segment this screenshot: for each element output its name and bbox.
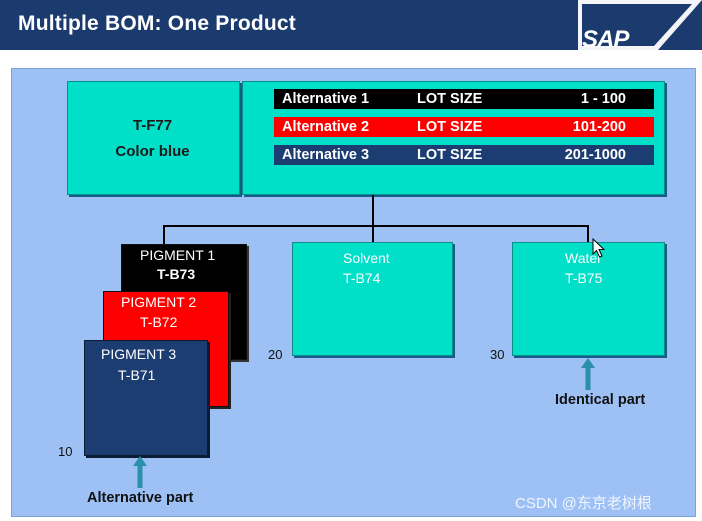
- pigment-3-code: T-B71: [118, 367, 156, 383]
- alternative-name: Alternative 1: [282, 91, 370, 107]
- product-code: T-F77: [132, 117, 173, 134]
- water-box: [512, 242, 665, 356]
- alternative-row-3: Alternative 3 LOT SIZE 201-1000: [274, 145, 654, 165]
- connector-line-water: [587, 225, 589, 242]
- product-box: [67, 81, 240, 195]
- lot-size-label: LOT SIZE: [417, 119, 483, 135]
- pigment-2-name: PIGMENT 2: [121, 294, 197, 310]
- alternative-name: Alternative 2: [282, 119, 370, 135]
- alternative-name: Alternative 3: [282, 147, 370, 163]
- lot-size-label: LOT SIZE: [417, 147, 483, 163]
- product-description: Color blue: [115, 143, 190, 160]
- sap-logo-text: SAP: [582, 26, 629, 53]
- solvent-box: [292, 242, 453, 356]
- watermark-text: CSDN @东京老树根: [515, 495, 652, 512]
- water-position-number: 30: [490, 347, 505, 362]
- solvent-code: T-B74: [343, 270, 381, 286]
- pigment-1-name: PIGMENT 1: [140, 247, 216, 263]
- identical-part-label: Identical part: [555, 392, 646, 408]
- water-code: T-B75: [565, 270, 603, 286]
- connector-line-solvent: [372, 225, 374, 242]
- sap-logo: [578, 0, 702, 50]
- arrow-up-icon: [581, 358, 595, 390]
- connector-line-pigment: [163, 225, 165, 244]
- lot-size-range: 201-1000: [564, 147, 626, 163]
- arrow-up-icon: [133, 456, 147, 488]
- alternative-row-1: Alternative 1 LOT SIZE 1 - 100: [274, 89, 654, 109]
- pigment-1-code: T-B73: [157, 266, 196, 282]
- alternative-row-2: Alternative 2 LOT SIZE 101-200: [274, 117, 654, 137]
- pigment-3-box: [84, 340, 208, 456]
- connector-line-vertical-main: [372, 195, 374, 226]
- lot-size-range: 101-200: [572, 119, 626, 135]
- pigment-3-name: PIGMENT 3: [101, 346, 177, 362]
- page-title: Multiple BOM: One Product: [18, 12, 296, 35]
- lot-size-label: LOT SIZE: [417, 91, 483, 107]
- alternative-part-label: Alternative part: [87, 490, 194, 506]
- pigment-position-number: 10: [58, 444, 73, 459]
- solvent-name: Solvent: [343, 250, 390, 266]
- lot-size-range: 1 - 100: [580, 91, 626, 107]
- pigment-2-code: T-B72: [140, 314, 178, 330]
- connector-line-horizontal: [163, 225, 589, 227]
- mouse-cursor-icon: [592, 238, 606, 258]
- solvent-position-number: 20: [268, 347, 283, 362]
